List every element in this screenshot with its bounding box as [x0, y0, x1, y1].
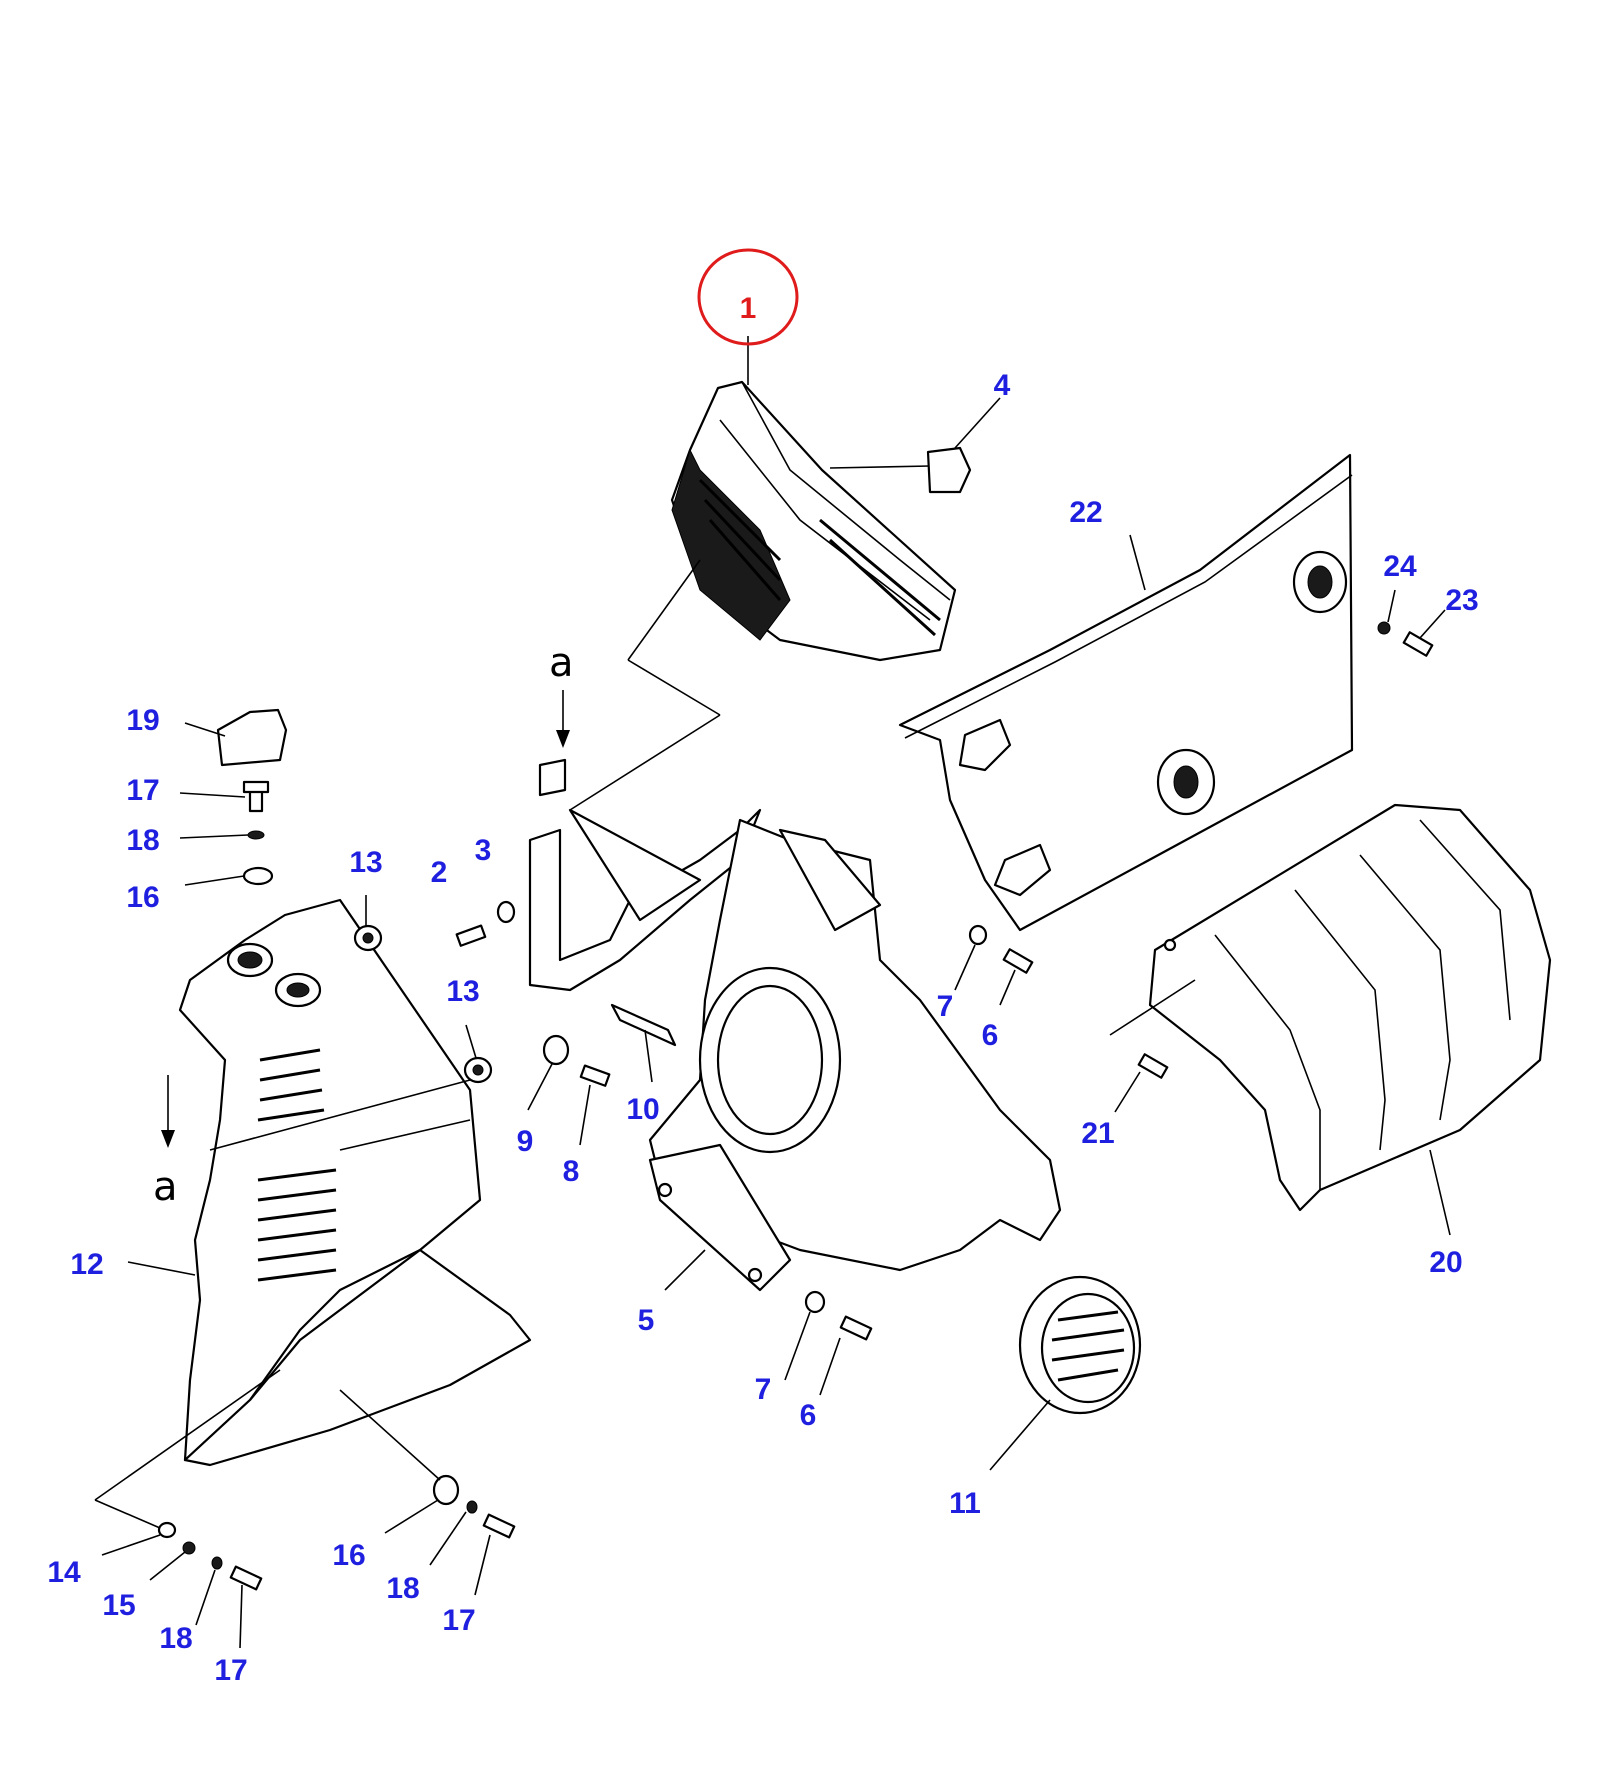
callout-6[interactable]: 6	[800, 1399, 817, 1432]
callout-7[interactable]: 7	[755, 1373, 772, 1406]
washer-15	[182, 1541, 196, 1555]
bolt-8	[579, 1064, 611, 1087]
highlight-ring	[697, 248, 799, 346]
part-center-duct[interactable]	[648, 818, 1062, 1292]
callout-18[interactable]: 18	[386, 1572, 419, 1605]
callout-15[interactable]: 15	[102, 1589, 135, 1622]
nut-14	[157, 1521, 177, 1539]
washer-9	[542, 1034, 570, 1066]
nut-13-a	[353, 924, 383, 952]
bolt-2	[455, 924, 487, 947]
callout-16[interactable]: 16	[126, 881, 159, 914]
reference-letter: a	[549, 640, 574, 686]
part-10-bracket[interactable]	[528, 758, 762, 1047]
callout-22[interactable]: 22	[1069, 496, 1102, 529]
bolt-21	[1137, 1053, 1169, 1079]
callout-10[interactable]: 10	[626, 1093, 659, 1126]
callout-19[interactable]: 19	[126, 704, 159, 737]
nut-7-b	[804, 1290, 826, 1314]
callout-16[interactable]: 16	[332, 1539, 365, 1572]
bolt-17-top-head	[242, 780, 270, 794]
callout-9[interactable]: 9	[517, 1125, 534, 1158]
callout-13[interactable]: 13	[446, 975, 479, 1008]
part-22-side-panel[interactable]	[898, 453, 1354, 932]
part-11-round-grille[interactable]	[1018, 1275, 1142, 1415]
part-1-lamp-unit[interactable]	[670, 380, 972, 662]
bolt-6-b	[839, 1315, 873, 1341]
callout-6[interactable]: 6	[982, 1019, 999, 1052]
nut-7-a	[968, 924, 988, 946]
part-12-left-cover[interactable]	[178, 898, 532, 1467]
callout-17[interactable]: 17	[214, 1654, 247, 1687]
washer-3	[496, 900, 516, 924]
washer-16-top	[242, 866, 274, 886]
washer-18-top	[247, 830, 265, 840]
callout-7[interactable]: 7	[937, 990, 954, 1023]
part-19-cap[interactable]	[216, 708, 288, 767]
washer-16-b	[432, 1474, 460, 1506]
bolt-17-c	[482, 1513, 516, 1539]
washer-18-b	[211, 1556, 223, 1570]
bolt-17-b	[229, 1565, 263, 1591]
washer-18-c	[466, 1500, 478, 1514]
callout-21[interactable]: 21	[1081, 1117, 1114, 1150]
reference-mark-a-left: a	[153, 1075, 178, 1210]
callout-18[interactable]: 18	[159, 1622, 192, 1655]
fasteners	[157, 621, 1434, 1591]
reference-letter: a	[153, 1164, 178, 1210]
callout-1[interactable]: 1	[740, 292, 757, 325]
callout-4[interactable]: 4	[994, 369, 1011, 402]
callout-5[interactable]: 5	[638, 1304, 655, 1337]
callout-24[interactable]: 24	[1383, 550, 1417, 583]
callout-20[interactable]: 20	[1429, 1246, 1462, 1279]
leader-lines	[94, 336, 1451, 1649]
callout-13[interactable]: 13	[349, 846, 382, 879]
callouts: 1 4 22 24 23 19 17 18 16 13 2 3 13 9 8 1…	[47, 292, 1478, 1687]
callout-3[interactable]: 3	[475, 834, 492, 867]
callout-17[interactable]: 17	[126, 774, 159, 807]
callout-14[interactable]: 14	[47, 1556, 81, 1589]
bolt-23	[1402, 631, 1434, 657]
callout-8[interactable]: 8	[563, 1155, 580, 1188]
callout-23[interactable]: 23	[1445, 584, 1478, 617]
callout-12[interactable]: 12	[70, 1248, 103, 1281]
bolt-6-a	[1002, 948, 1034, 974]
reference-mark-a-top: a	[549, 640, 574, 748]
callout-11[interactable]: 11	[949, 1487, 981, 1520]
washer-24	[1377, 621, 1391, 635]
callout-17[interactable]: 17	[442, 1604, 475, 1637]
callout-18[interactable]: 18	[126, 824, 159, 857]
callout-2[interactable]: 2	[431, 856, 448, 889]
part-20-duct-cover[interactable]	[1148, 803, 1552, 1212]
nut-13-b	[463, 1056, 493, 1084]
